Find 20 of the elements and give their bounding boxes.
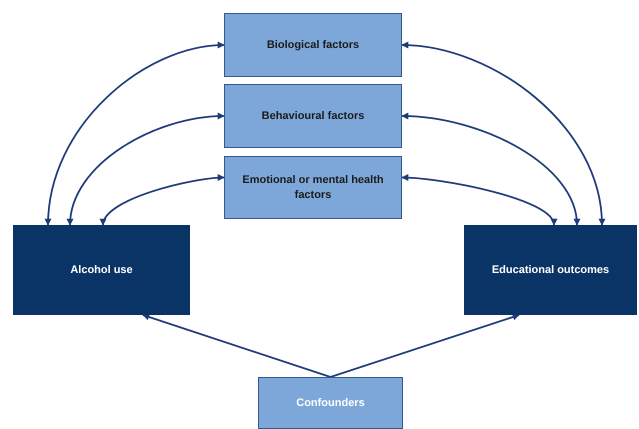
box-label: Biological factors <box>266 38 360 52</box>
arrow <box>401 42 605 226</box>
outcome-box <box>464 225 637 315</box>
arrow <box>67 112 225 226</box>
arrow <box>101 174 225 226</box>
arrow <box>330 314 520 378</box>
arrow <box>142 314 331 378</box>
box-label: Alcohol use <box>69 262 134 278</box>
confounder-box <box>258 377 403 429</box>
box-label: Educational outcomes <box>490 262 610 278</box>
box-label: Behavioural factors <box>260 108 366 124</box>
outcome-box <box>13 225 190 315</box>
box-label: Confounders <box>295 396 366 410</box>
box-label: Emotional or mental health factors <box>241 173 385 202</box>
arrow <box>401 112 580 226</box>
factor-box <box>224 13 402 77</box>
factor-box <box>224 84 402 148</box>
factor-box <box>224 156 402 219</box>
arrow <box>45 42 225 226</box>
arrow <box>401 174 556 226</box>
